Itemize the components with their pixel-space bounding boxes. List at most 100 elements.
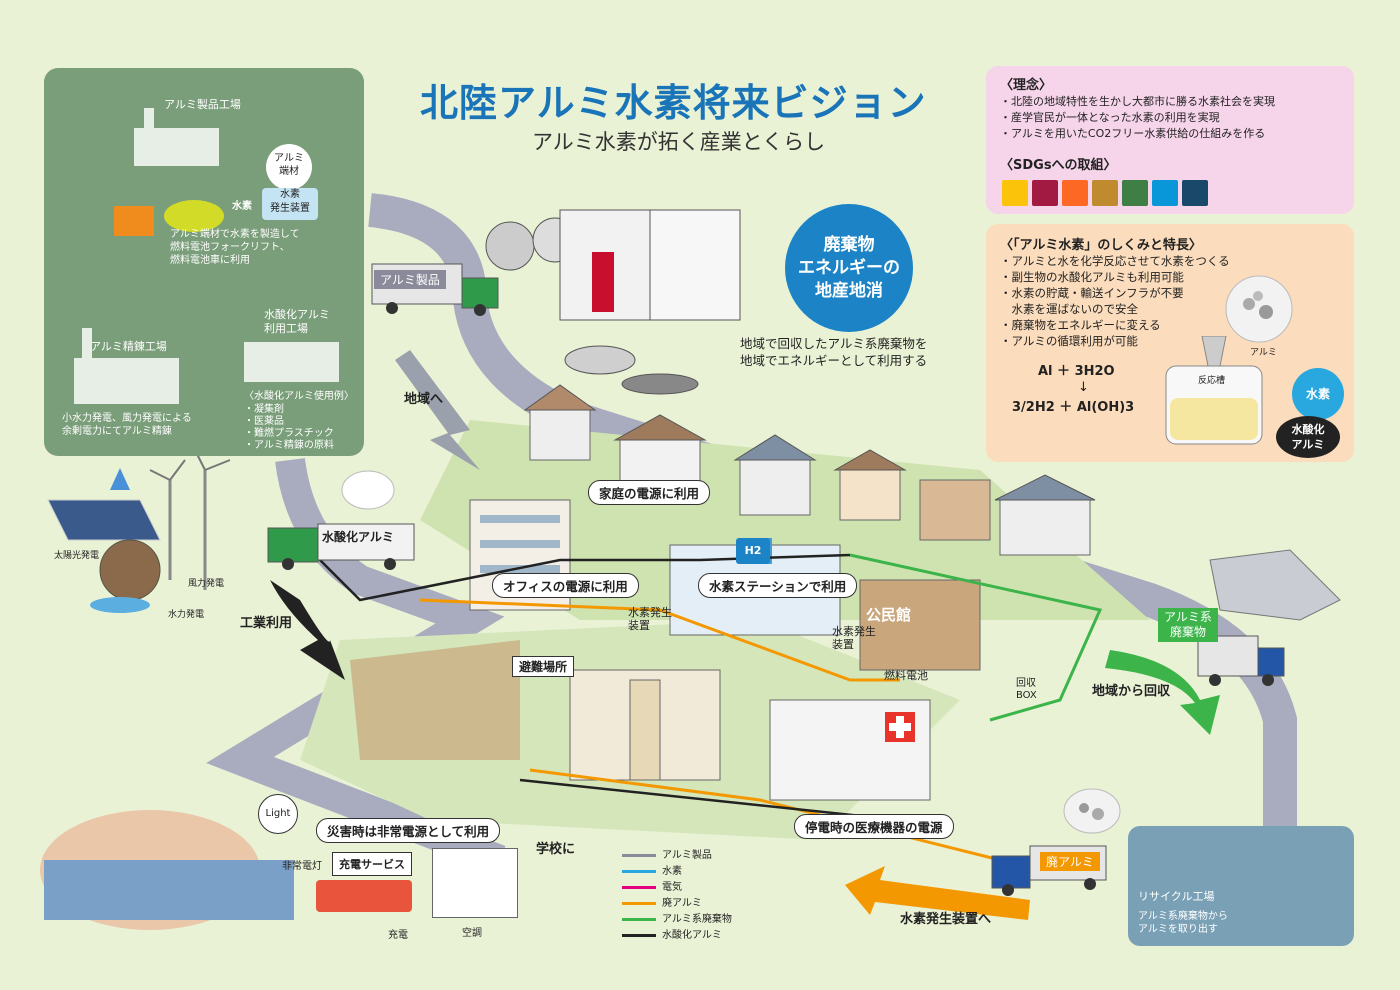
to-region-label: 地域へ [404, 392, 444, 407]
scrap-flow-line [419, 598, 900, 682]
forklift-text-1: アルミ端材で水素を製造して [170, 229, 300, 240]
solar-panel [47, 499, 161, 541]
collect-label: 地域から回収 [1092, 684, 1171, 699]
bubble-line: エネルギーの [798, 257, 900, 278]
legend-item: 水素 [622, 862, 682, 877]
hospital [769, 699, 931, 801]
legend-arrow-icon [622, 901, 656, 905]
evacuation-sign: 避難場所 [512, 656, 575, 677]
legend-label: 水素 [662, 866, 682, 877]
sdg-icon [1092, 180, 1118, 206]
hydrogen-station-sign: H2 [736, 538, 770, 564]
equation-products: 3/2H2 ＋ Al(OH)3 [1012, 400, 1135, 415]
hydrogen-arrow-label: 水素 [232, 201, 252, 212]
legend-item: 廃アルミ [622, 894, 702, 909]
hydroxide-truck-label: 水酸化アルミ [322, 530, 394, 544]
sdg-icon [1032, 180, 1058, 206]
mechanism-item: ・廃棄物をエネルギーに変える [1000, 318, 1161, 332]
community-hall [859, 579, 981, 671]
evacuees [40, 810, 294, 930]
to-region-arrow [395, 350, 480, 470]
disaster-area [350, 640, 520, 760]
up-arrow [110, 468, 130, 490]
mechanism-item: ・アルミと水を化学反応させて水素をつくる [1000, 254, 1230, 268]
hydroxide-factory-icon [244, 342, 339, 382]
wind-label: 風力発電 [188, 579, 225, 589]
sdgs-title: 〈SDGsへの取組〉 [1000, 158, 1117, 173]
equation-arrow: ↓ [1078, 380, 1089, 395]
recycle-text-2: アルミを取り出す [1138, 924, 1218, 935]
aluminum-goods [485, 209, 741, 395]
bubble-caption-1: 地域で回収したアルミ系廃棄物を [740, 336, 928, 351]
legend-item: 電気 [622, 878, 682, 893]
wind-turbines [149, 449, 231, 590]
charging-unit-icon [316, 880, 412, 912]
legend-item: アルミ系廃棄物 [622, 910, 732, 925]
scrap-truck-label: 廃アルミ [1040, 852, 1100, 871]
aluminum-pile-image [1225, 275, 1293, 343]
principle-item: ・アルミを用いたCO2フリー水素供給の仕組みを作る [1000, 127, 1266, 140]
aircon-icon [432, 848, 518, 918]
legend-label: 水酸化アルミ [662, 930, 722, 941]
disaster-callout: 災害時は非常電源として利用 [316, 818, 501, 843]
office-callout: オフィスの電源に利用 [492, 573, 639, 598]
collection-box-label: 回収 BOX [1016, 678, 1037, 701]
hydroxide-circle: 水酸化 アルミ [1276, 416, 1340, 458]
legend-label: 電気 [662, 882, 682, 893]
scrap-image [1063, 788, 1121, 834]
use-item: ・アルミ精錬の原料 [244, 440, 334, 451]
houses [523, 384, 1096, 556]
hydroxide-factory-label: 水酸化アルミ 利用工場 [264, 308, 330, 335]
mechanism-item: 水素を運ばないので安全 [1000, 302, 1138, 316]
to-generator-label: 水素発生装置へ [900, 912, 992, 927]
legend-arrow-icon [622, 933, 656, 937]
scrap-badge: アルミ 端材 [266, 144, 312, 190]
legend-label: 廃アルミ [662, 898, 702, 909]
water-wheel [90, 539, 161, 613]
forklift-text-2: 燃料電池フォークリフト、 [170, 242, 290, 253]
station-callout: 水素ステーションで利用 [698, 573, 858, 598]
light-bulb: Light [258, 794, 298, 834]
industrial-label: 工業利用 [240, 616, 293, 631]
principle-item: ・産学官民が一体となった水素の利用を実現 [1000, 111, 1220, 124]
product-factory-icon [134, 108, 219, 166]
bubble-line: 地産地消 [815, 280, 883, 301]
principles-title: 〈理念〉 [1000, 78, 1053, 93]
page-subtitle: アルミ水素が拓く産業とくらし [532, 130, 826, 154]
product-factory-label: アルミ製品工場 [164, 98, 241, 111]
mechanism-title: 〈「アルミ水素」のしくみと特長〉 [1000, 238, 1202, 253]
sdg-icon [1062, 180, 1088, 206]
generator-label-left: 水素発生 装置 [628, 606, 672, 632]
hydroxide-powder-image [341, 470, 395, 510]
hydroxide-flow-line-lower [519, 778, 901, 822]
school [569, 669, 721, 781]
legend-arrow-icon [622, 853, 656, 857]
forklift-car-icon [114, 200, 224, 236]
refinery-icon [74, 328, 179, 404]
sdg-icon [1182, 180, 1208, 206]
sdg-icon [1002, 180, 1028, 206]
generator-box: 水素 発生装置 [262, 188, 318, 220]
legend-label: アルミ製品 [662, 850, 712, 861]
mechanism-item: ・副生物の水酸化アルミも利用可能 [1000, 270, 1184, 284]
aluminum-caption: アルミ [1250, 348, 1277, 358]
legend-arrow-icon [622, 869, 656, 873]
hydrogen-circle: 水素 [1292, 368, 1344, 420]
legend-label: アルミ系廃棄物 [662, 914, 732, 925]
use-item: ・医薬品 [244, 416, 284, 427]
fuel-cell-label: 燃料電池 [884, 669, 928, 682]
product-truck-label: アルミ製品 [374, 270, 446, 289]
hydroxide-truck [267, 523, 415, 570]
waste-truck [1197, 635, 1285, 686]
industrial-arrow [270, 580, 345, 680]
to-generator-arrow [845, 866, 1030, 920]
mechanism-item: ・アルミの循環利用が可能 [1000, 334, 1138, 348]
solar-label: 太陽光発電 [54, 551, 100, 561]
collect-arrow [1105, 650, 1220, 735]
refinery-text-2: 余剰電力にてアルミ精錬 [62, 426, 172, 437]
use-item: ・凝集剤 [244, 404, 284, 415]
legend-arrow-icon [622, 885, 656, 889]
legend-arrow-icon [622, 917, 656, 921]
sdg-icon [1122, 180, 1148, 206]
reactor-label: 反応槽 [1198, 376, 1226, 386]
